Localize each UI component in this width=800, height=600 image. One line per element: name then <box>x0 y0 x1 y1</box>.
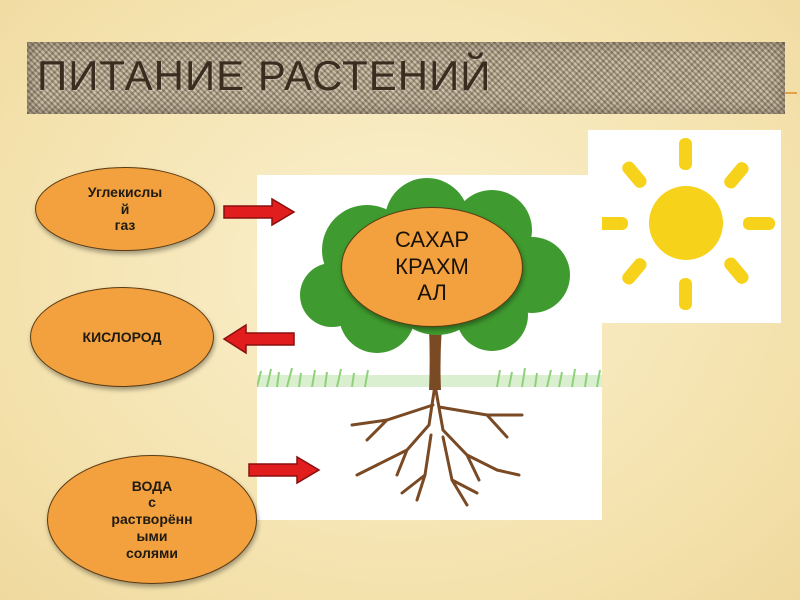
arrow-icon <box>223 197 296 227</box>
sugar-starch-label: САХАР КРАХМ АЛ <box>394 227 470 306</box>
oxygen-oval: КИСЛОРОД <box>30 287 214 387</box>
slide-title: ПИТАНИЕ РАСТЕНИЙ <box>37 52 492 99</box>
co2-label: Углекислы й газ <box>87 183 163 234</box>
title-band <box>27 42 785 114</box>
decorative-line <box>785 92 797 94</box>
oxygen-label: КИСЛОРОД <box>82 328 162 345</box>
arrow-icon <box>222 323 295 355</box>
water-label: ВОДА с растворённ ыми солями <box>111 477 193 561</box>
sugar-starch-oval: САХАР КРАХМ АЛ <box>341 207 523 327</box>
co2-oval: Углекислы й газ <box>35 167 215 251</box>
sun-icon <box>596 138 775 310</box>
arrow-icon <box>248 455 321 485</box>
sun-panel <box>588 130 781 323</box>
water-oval: ВОДА с растворённ ыми солями <box>47 455 257 584</box>
